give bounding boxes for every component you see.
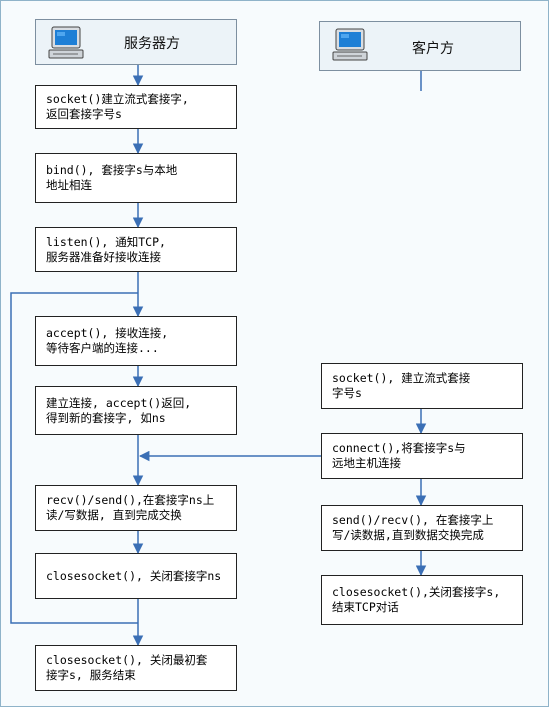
computer-icon [48, 26, 86, 64]
server-step-bind: bind(), 套接字s与本地 地址相连 [35, 153, 237, 203]
server-header: 服务器方 [35, 19, 237, 65]
loop-back-connector [10, 292, 138, 624]
client-header: 客户方 [319, 21, 521, 71]
server-title: 服务器方 [124, 36, 180, 52]
client-step-sendrecv: send()/recv(), 在套接字上 写/读数据,直到数据交换完成 [321, 505, 523, 551]
server-step-close-s: closesocket(), 关闭最初套 接字s, 服务结束 [35, 645, 237, 691]
server-step-listen: listen(), 通知TCP, 服务器准备好接收连接 [35, 227, 237, 272]
server-step-established: 建立连接, accept()返回, 得到新的套接字, 如ns [35, 386, 237, 435]
client-step-connect: connect(),将套接字s与 远地主机连接 [321, 433, 523, 479]
client-step-socket: socket(), 建立流式套接 字号s [321, 363, 523, 409]
client-title: 客户方 [412, 41, 454, 57]
server-step-accept: accept(), 接收连接, 等待客户端的连接... [35, 316, 237, 366]
server-step-close-ns: closesocket(), 关闭套接字ns [35, 553, 237, 599]
computer-icon [332, 28, 370, 66]
client-step-closesocket: closesocket(),关闭套接字s, 结束TCP对话 [321, 575, 523, 625]
server-step-recvsend: recv()/send(),在套接字ns上 读/写数据, 直到完成交换 [35, 485, 237, 531]
server-step-socket: socket()建立流式套接字, 返回套接字号s [35, 85, 237, 129]
